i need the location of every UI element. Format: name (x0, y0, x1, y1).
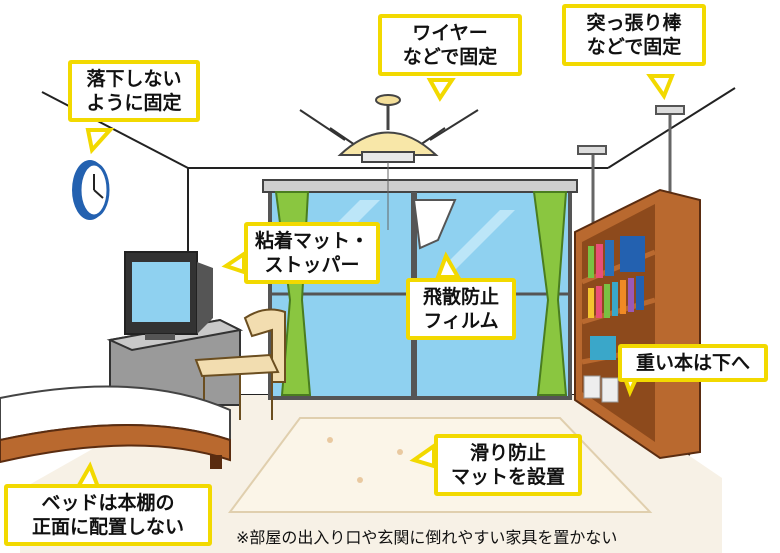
callout-heavy-books: 重い本は下へ (618, 344, 768, 382)
callout-tail-clock (85, 128, 115, 155)
bookshelf (574, 188, 701, 460)
television (124, 251, 213, 340)
callout-tension-rod: 突っ張り棒 などで固定 (562, 4, 706, 66)
callout-tail-rod (646, 74, 675, 101)
callout-window-film-line-1: 飛散防止 (422, 286, 499, 308)
callout-tv-mat-line-1: 粘着マット・ (254, 230, 369, 252)
callout-heavy-books-line-1: 重い本は下へ (635, 352, 750, 374)
callout-window-film-line-2: フィルム (423, 310, 499, 332)
callout-tail-film (435, 251, 462, 279)
callout-window-film: 飛散防止 フィルム (406, 278, 516, 340)
bed (0, 385, 231, 469)
callout-rug-mat-line-2: マットを設置 (450, 466, 565, 488)
callout-bed-line-2: 正面に配置しない (31, 516, 184, 538)
callout-ceiling-light: ワイヤー などで固定 (378, 14, 522, 76)
callout-rug-mat: 滑り防止 マットを設置 (434, 434, 582, 496)
callout-tv-mat: 粘着マット・ ストッパー (244, 222, 380, 284)
callout-tension-rod-line-1: 突っ張り棒 (586, 12, 682, 34)
callout-ceiling-light-line-2: などで固定 (402, 46, 498, 68)
footnote: ※部屋の出入り口や玄関に倒れやすい家具を置かない (236, 528, 618, 547)
callout-wall-clock-line-1: 落下しない (86, 68, 182, 90)
callout-tv-mat-line-2: ストッパー (264, 254, 360, 276)
wall-clock (72, 160, 110, 220)
right-curtain (532, 191, 568, 396)
callout-tail-tv (221, 250, 246, 275)
ceiling-light (299, 94, 479, 230)
callout-tail-light (426, 78, 456, 102)
callout-ceiling-light-line-1: ワイヤー (412, 22, 488, 44)
callout-wall-clock-line-2: ように固定 (86, 92, 182, 114)
callout-bed-line-1: ベッドは本棚の (41, 492, 175, 514)
chair (194, 308, 286, 420)
window-film-corner (412, 199, 457, 250)
callout-wall-clock: 落下しない ように固定 (68, 60, 200, 122)
callout-bed: ベッドは本棚の 正面に配置しない (4, 484, 212, 546)
callout-rug-mat-line-1: 滑り防止 (469, 442, 546, 464)
tension-rods (577, 105, 685, 228)
callout-tension-rod-line-2: などで固定 (586, 36, 682, 58)
